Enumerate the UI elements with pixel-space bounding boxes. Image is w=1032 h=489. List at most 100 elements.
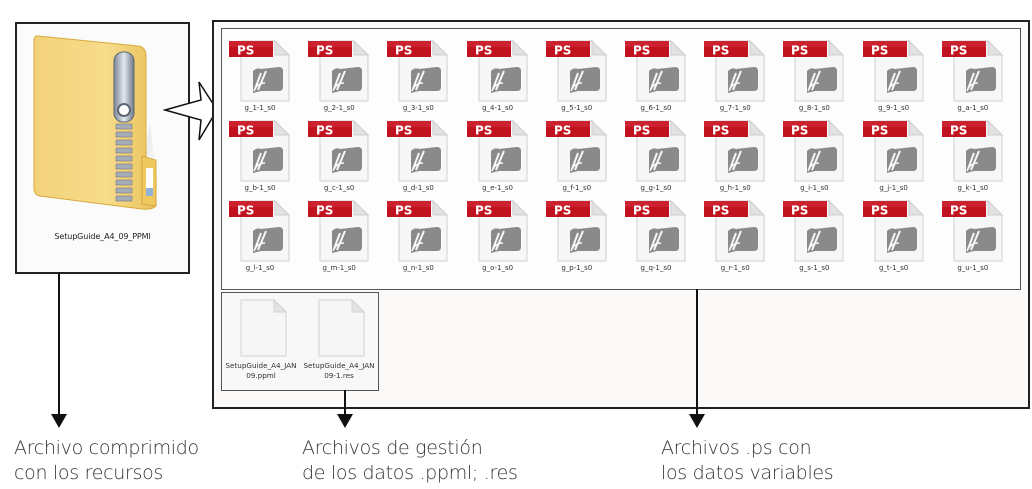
- postscript-file-icon: PS: [545, 119, 608, 182]
- ps-badge-text: PS: [950, 124, 967, 138]
- postscript-file-icon: PS: [229, 199, 291, 262]
- archive-connector-line: [58, 273, 60, 415]
- ps-file-name: g_c-1_s0: [324, 184, 355, 192]
- ps-badge-text: PS: [237, 204, 254, 218]
- arrow-down-icon: [689, 414, 705, 428]
- ps-file-item[interactable]: PS g_c-1_s0: [302, 117, 376, 197]
- postscript-file-icon: PS: [862, 199, 924, 262]
- resource-connector-line: [344, 390, 346, 415]
- ps-badge-text: PS: [712, 124, 729, 138]
- postscript-file-icon: PS: [783, 199, 845, 262]
- ps-badge-text: PS: [712, 44, 729, 58]
- postscript-file-icon: PS: [387, 199, 449, 262]
- ps-badge-text: PS: [237, 44, 254, 58]
- ps-badge-text: PS: [316, 124, 333, 138]
- ps-badge-text: PS: [554, 44, 571, 58]
- ps-file-item[interactable]: PS g_t-1_s0: [857, 197, 931, 277]
- ps-file-item[interactable]: PS g_l-1_s0: [223, 197, 297, 277]
- ps-badge-text: PS: [633, 124, 650, 138]
- ps-badge-text: PS: [395, 204, 412, 218]
- postscript-file-icon: PS: [704, 39, 766, 102]
- caption-archive: Archivo comprimido con los recursos: [14, 436, 199, 486]
- resource-file-item[interactable]: SetupGuide_A4_JAN09.ppml: [224, 294, 298, 389]
- ps-file-name: g_b-1_s0: [244, 184, 276, 192]
- ps-badge-text: PS: [791, 204, 808, 218]
- postscript-file-icon: PS: [941, 119, 1004, 182]
- postscript-file-icon: PS: [308, 199, 370, 262]
- postscript-file-icon: PS: [466, 39, 528, 102]
- ps-badge-text: PS: [554, 204, 571, 218]
- postscript-file-icon: PS: [466, 119, 528, 182]
- caption-ps: Archivos .ps con los datos variables: [661, 436, 834, 486]
- ps-badge-text: PS: [316, 204, 333, 218]
- zip-folder-icon[interactable]: [30, 28, 160, 218]
- ps-file-name: g_h-1_s0: [719, 184, 751, 192]
- ps-badge-text: PS: [395, 124, 412, 138]
- ps-file-name: g_t-1_s0: [878, 264, 909, 272]
- ps-file-name: g_l-1_s0: [245, 264, 275, 272]
- ps-badge-text: PS: [395, 44, 412, 58]
- caption-ps-line2: los datos variables: [661, 462, 834, 484]
- ps-file-name: g_u-1_s0: [957, 264, 989, 272]
- ps-file-item[interactable]: PS g_m-1_s0: [302, 197, 376, 277]
- ps-file-name: g_n-1_s0: [402, 264, 434, 272]
- ps-badge-text: PS: [791, 124, 808, 138]
- ps-badge-text: PS: [475, 124, 492, 138]
- archive-filename[interactable]: SetupGuide_A4_09_PPMl: [54, 232, 151, 241]
- resource-file-name: SetupGuide_A4_JAN09.ppml: [225, 361, 297, 380]
- ps-badge-text: PS: [237, 124, 254, 138]
- ps-file-name: g_3-1_s0: [402, 104, 434, 112]
- ps-file-item[interactable]: PS g_d-1_s0: [381, 117, 455, 197]
- ps-connector-line: [696, 289, 698, 415]
- resource-file-item[interactable]: SetupGuide_A4_JAN09-1.res: [302, 294, 376, 389]
- ps-file-name: g_e-1_s0: [482, 184, 514, 192]
- postscript-file-icon: PS: [862, 119, 924, 182]
- ps-file-item[interactable]: PS g_h-1_s0: [698, 117, 772, 197]
- ps-file-item[interactable]: PS g_g-1_s0: [619, 117, 693, 197]
- ps-file-name: g_d-1_s0: [402, 184, 434, 192]
- postscript-file-icon: PS: [308, 39, 370, 102]
- ps-badge-text: PS: [633, 44, 650, 58]
- ps-file-name: g_g-1_s0: [640, 184, 672, 192]
- postscript-file-icon: PS: [941, 39, 1004, 102]
- ps-badge-text: PS: [871, 44, 888, 58]
- ps-badge-text: PS: [316, 44, 333, 58]
- ps-file-name: g_1-1_s0: [244, 104, 276, 112]
- resource-file-name: SetupGuide_A4_JAN09-1.res: [303, 361, 375, 380]
- ps-file-item[interactable]: PS g_1-1_s0: [223, 37, 297, 117]
- postscript-file-icon: PS: [704, 119, 766, 182]
- ps-file-name: g_p-1_s0: [561, 264, 593, 272]
- ps-badge-text: PS: [633, 204, 650, 218]
- ps-file-item[interactable]: PS g_b-1_s0: [223, 117, 297, 197]
- postscript-file-icon: PS: [545, 39, 608, 102]
- ps-badge-text: PS: [712, 204, 729, 218]
- ps-file-item[interactable]: PS g_n-1_s0: [381, 197, 455, 277]
- ps-badge-text: PS: [475, 44, 492, 58]
- ps-file-item[interactable]: PS g_e-1_s0: [461, 117, 535, 197]
- ps-file-name: g_m-1_s0: [322, 264, 356, 272]
- ps-file-item[interactable]: PS g_p-1_s0: [540, 197, 614, 277]
- postscript-file-icon: PS: [229, 39, 291, 102]
- postscript-file-icon: PS: [387, 119, 449, 182]
- ps-file-item[interactable]: PS g_3-1_s0: [381, 37, 455, 117]
- postscript-file-icon: PS: [783, 39, 845, 102]
- ps-badge-text: PS: [871, 124, 888, 138]
- ps-badge-text: PS: [950, 44, 967, 58]
